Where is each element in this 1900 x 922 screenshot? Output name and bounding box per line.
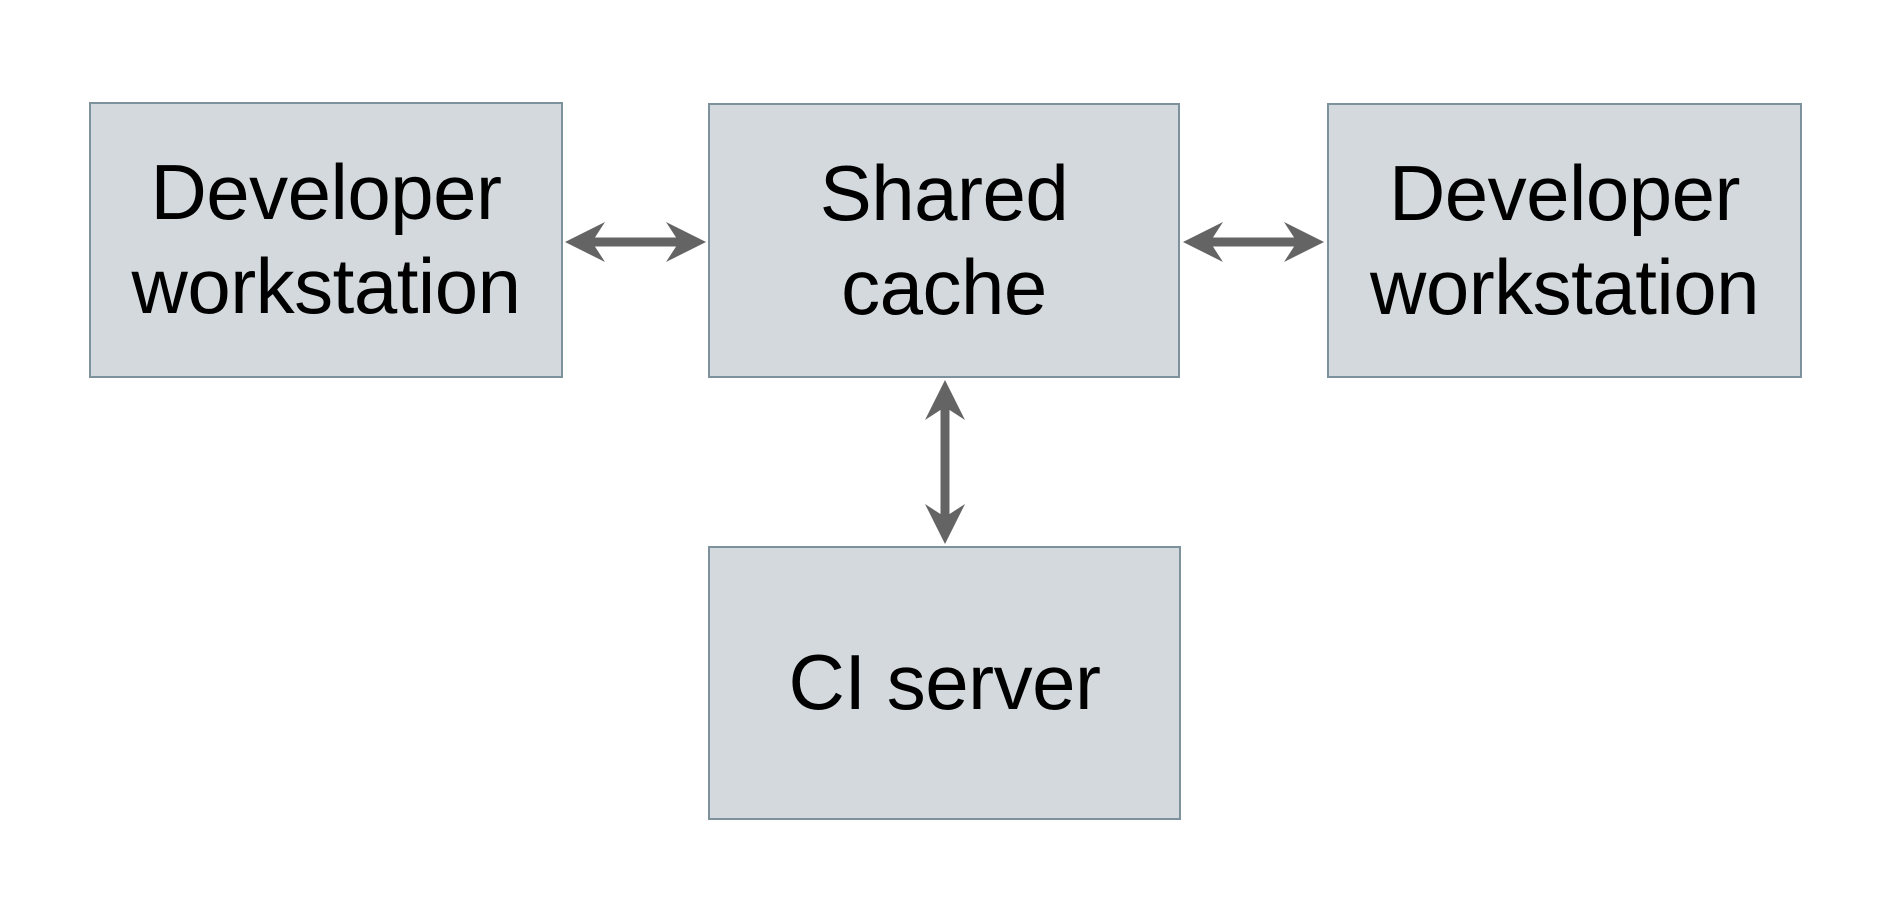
node-shared-cache: Shared cache xyxy=(708,103,1180,378)
arrow-head-up-icon xyxy=(925,380,965,420)
node-label: Developer workstation xyxy=(131,146,522,333)
node-label-line: Developer xyxy=(150,148,502,237)
arrow-head-right-icon xyxy=(666,222,706,262)
node-label: Developer workstation xyxy=(1370,147,1760,334)
node-developer-workstation-left: Developer workstation xyxy=(89,102,563,378)
node-label-line: workstation xyxy=(131,242,522,330)
node-label-line: Shared xyxy=(819,148,1069,237)
node-label-line: workstation xyxy=(1370,242,1760,331)
edge-sharedcache-ciserver-bidirectional-arrow xyxy=(925,380,965,544)
node-ci-server: CI server xyxy=(708,546,1181,820)
node-developer-workstation-right: Developer workstation xyxy=(1327,103,1802,378)
arrow-head-left-icon xyxy=(565,222,605,262)
arrow-head-right-icon xyxy=(1284,222,1324,262)
arrow-head-down-icon xyxy=(925,504,965,544)
edge-sharedcache-devright-bidirectional-arrow xyxy=(1183,222,1324,262)
node-label: CI server xyxy=(789,636,1101,730)
node-label-line: CI server xyxy=(788,638,1101,727)
edge-devleft-sharedcache-bidirectional-arrow xyxy=(565,222,706,262)
node-label: Shared cache xyxy=(820,147,1069,334)
node-label-line: Developer xyxy=(1388,148,1741,237)
arrow-head-left-icon xyxy=(1183,222,1223,262)
node-label-line: cache xyxy=(841,242,1047,331)
